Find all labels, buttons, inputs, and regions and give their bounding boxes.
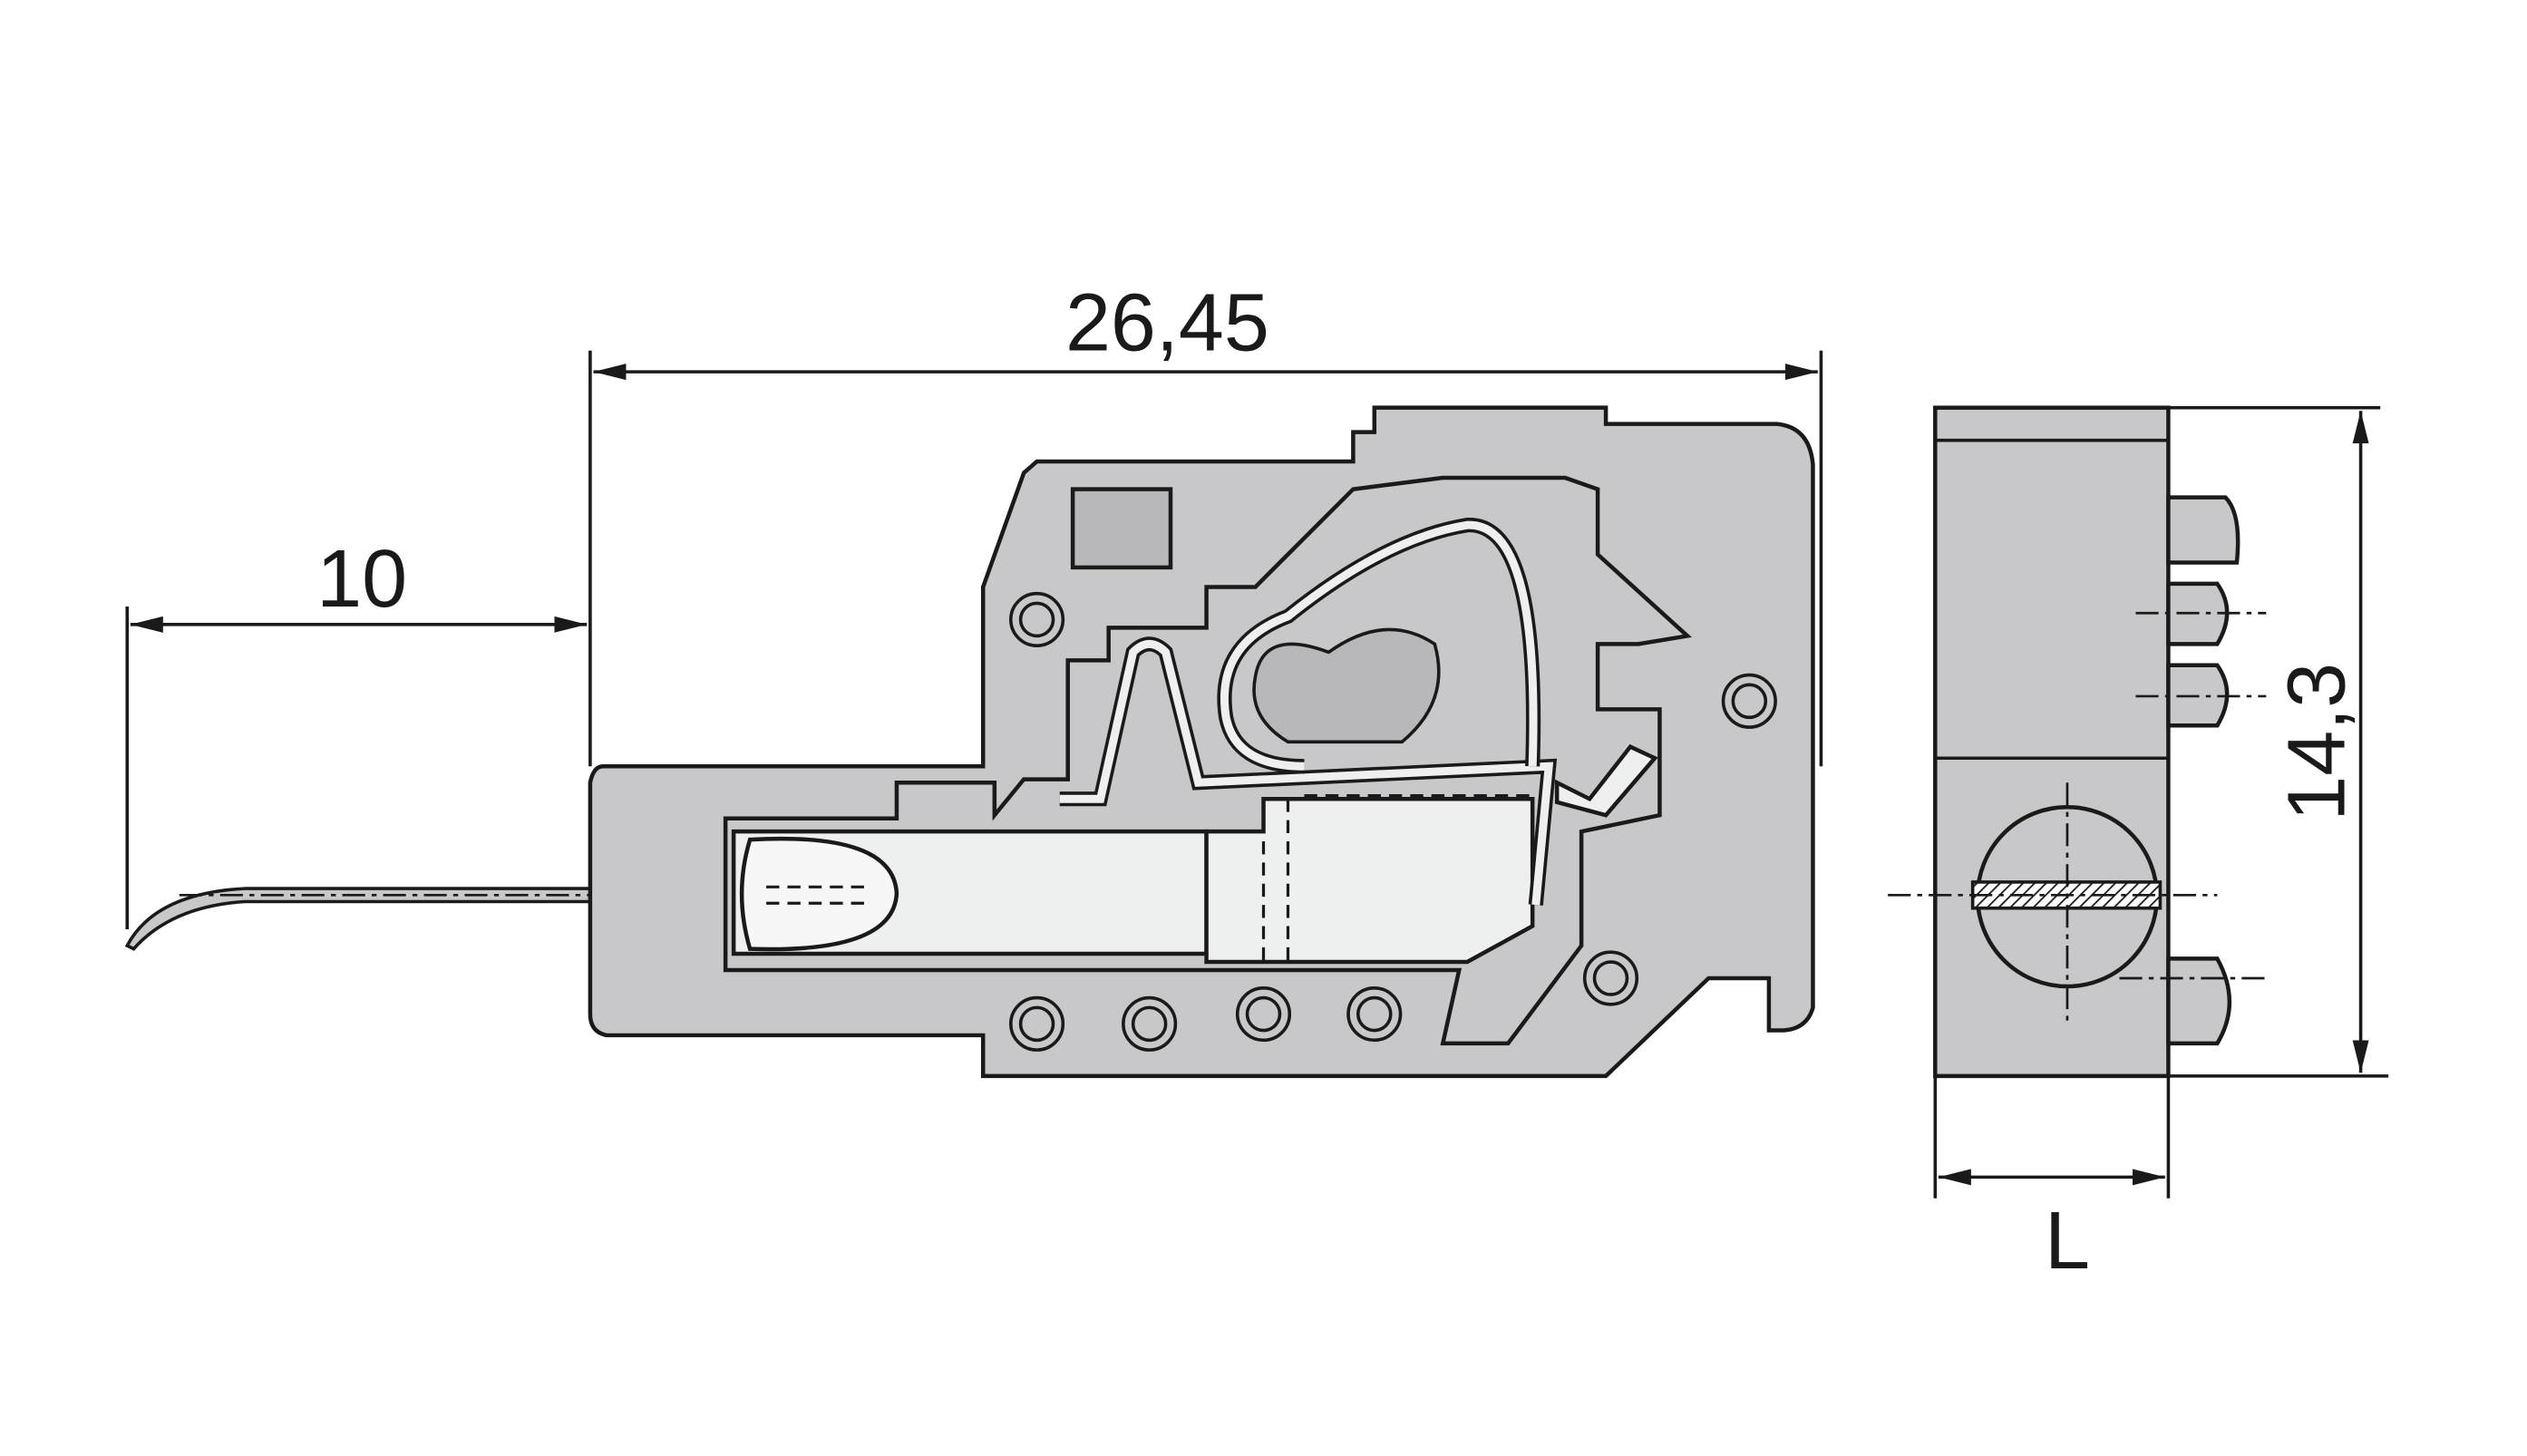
dimension-height: 14,3 <box>2168 405 2389 1078</box>
window-slot <box>1070 487 1173 570</box>
rivet-holes <box>1009 591 1777 1052</box>
housing-end-view <box>1888 405 2267 1079</box>
strip-length-label: 10 <box>316 534 407 625</box>
dimension-overall-length: 26,45 <box>588 278 1823 767</box>
dimension-strip-length: 10 <box>125 534 588 930</box>
height-label: 14,3 <box>2272 663 2363 821</box>
overall-length-label: 26,45 <box>1065 278 1269 369</box>
dimension-width: L <box>1933 1075 2171 1286</box>
housing-side-view <box>588 405 1815 1079</box>
width-label: L <box>2045 1196 2090 1286</box>
